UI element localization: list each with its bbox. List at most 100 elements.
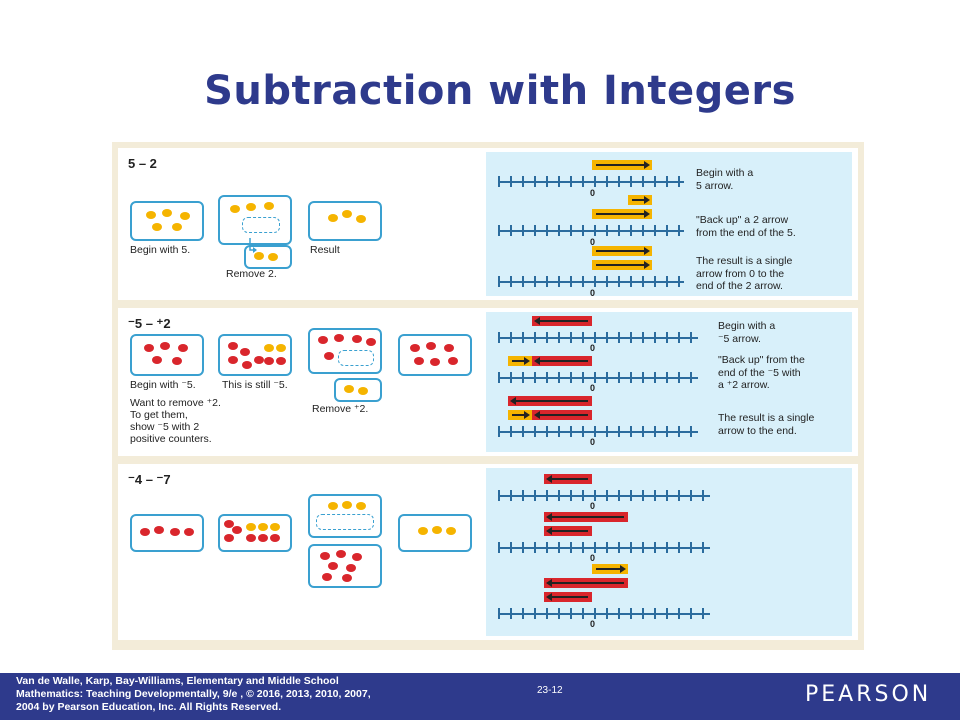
counter — [276, 357, 286, 365]
tick-mark — [690, 332, 692, 343]
counter — [270, 534, 280, 542]
tick-mark — [642, 372, 644, 383]
counter — [228, 342, 238, 350]
counter — [318, 336, 328, 344]
tick-mark — [498, 542, 500, 553]
counter — [140, 528, 150, 536]
tick-mark — [642, 542, 644, 553]
counter — [322, 573, 332, 581]
tick-mark — [510, 372, 512, 383]
counter — [432, 526, 442, 534]
counter — [342, 210, 352, 218]
step-text: The result is a single arrow to the end. — [718, 412, 815, 437]
arrow-neg4 — [544, 526, 592, 536]
zero-label: 0 — [590, 437, 596, 447]
tick-mark — [534, 276, 536, 287]
counter — [426, 342, 436, 350]
tick-mark — [570, 332, 572, 343]
tick-mark — [510, 176, 512, 187]
tick-mark — [606, 542, 608, 553]
tick-mark — [570, 372, 572, 383]
tick-mark — [666, 372, 668, 383]
arrow-neg7 — [544, 512, 628, 522]
tick-mark — [618, 490, 620, 501]
counter — [246, 534, 256, 542]
panel-5-minus-2: 5 – 2 Begin with 5. Remove 2. — [118, 148, 858, 300]
tick-mark — [498, 426, 500, 437]
tick-mark — [666, 426, 668, 437]
arrowhead-icon — [534, 357, 540, 365]
tick-mark — [618, 176, 620, 187]
tick-mark — [606, 332, 608, 343]
counter-box-still — [218, 334, 292, 376]
zero-label: 0 — [590, 619, 596, 629]
arrowhead-icon — [546, 527, 552, 535]
counter — [254, 356, 264, 364]
tick-mark — [606, 225, 608, 236]
tick-mark — [678, 372, 680, 383]
tick-mark — [630, 176, 632, 187]
tick-mark — [582, 490, 584, 501]
zero-label: 0 — [590, 188, 596, 198]
panel-neg4-minus-neg7: ⁻4 – ⁻7 — [118, 464, 858, 640]
counter — [258, 534, 268, 542]
tick-mark — [594, 542, 596, 553]
counter — [320, 552, 330, 560]
number-line — [498, 426, 698, 437]
arrowhead-icon — [620, 565, 626, 573]
tick-mark — [498, 608, 500, 619]
counter — [328, 502, 338, 510]
tick-mark — [522, 490, 524, 501]
arrow-neg4 — [544, 474, 592, 484]
tick-mark — [654, 426, 656, 437]
counter — [224, 534, 234, 542]
counter — [172, 357, 182, 365]
caption: Remove 2. — [226, 268, 277, 280]
counter — [410, 344, 420, 352]
tick-mark — [546, 276, 548, 287]
arrow-neg5 — [532, 410, 592, 420]
counter — [352, 553, 362, 561]
tick-mark — [522, 542, 524, 553]
counter — [328, 562, 338, 570]
tick-mark — [666, 176, 668, 187]
step-text: "Back up" from the end of the ⁻5 with a … — [718, 354, 805, 391]
counter-box-result — [398, 334, 472, 376]
tick-mark — [510, 426, 512, 437]
page-number: 23-12 — [537, 685, 563, 696]
tick-mark — [534, 176, 536, 187]
tick-mark — [654, 276, 656, 287]
tick-mark — [594, 426, 596, 437]
tick-mark — [678, 542, 680, 553]
zero-label: 0 — [590, 501, 596, 511]
tick-mark — [654, 176, 656, 187]
arrowhead-icon — [546, 579, 552, 587]
counter — [172, 223, 182, 231]
counter — [180, 212, 190, 220]
counter — [352, 335, 362, 343]
tick-mark — [618, 332, 620, 343]
zero-label: 0 — [590, 383, 596, 393]
counter — [344, 385, 354, 393]
counter — [414, 357, 424, 365]
counter — [258, 523, 268, 531]
number-line — [498, 608, 710, 619]
caption: This is still ⁻5. — [222, 379, 288, 391]
counter — [230, 205, 240, 213]
tick-mark — [702, 608, 704, 619]
counter — [246, 523, 256, 531]
tick-mark — [546, 542, 548, 553]
counter — [146, 211, 156, 219]
tick-mark — [558, 608, 560, 619]
dashed-removal-region — [338, 350, 374, 366]
tick-mark — [642, 608, 644, 619]
counter-box-result — [398, 514, 472, 552]
step-text: The result is a single arrow from 0 to t… — [696, 255, 793, 292]
tick-mark — [582, 332, 584, 343]
counter-box-begin — [130, 514, 204, 552]
tick-mark — [510, 225, 512, 236]
tick-mark — [690, 372, 692, 383]
counter — [342, 501, 352, 509]
tick-mark — [570, 490, 572, 501]
arrowhead-icon — [546, 593, 552, 601]
